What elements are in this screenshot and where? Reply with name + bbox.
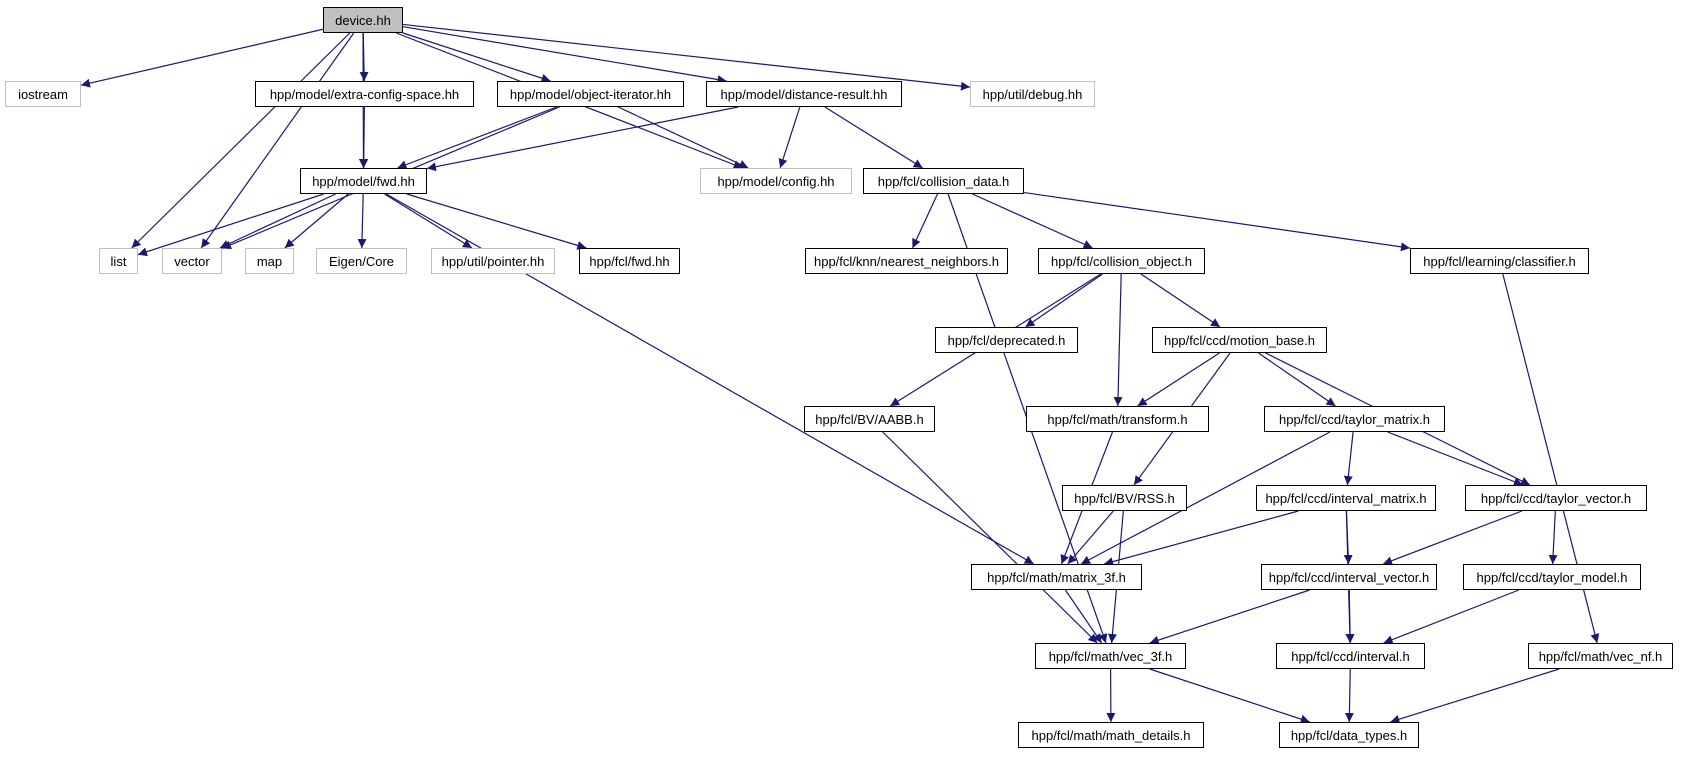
node-motion-base[interactable]: hpp/fcl/ccd/motion_base.h bbox=[1152, 327, 1327, 353]
edge-interval-matrix-to-matrix-3f bbox=[1103, 510, 1299, 566]
edge-collision-data-to-classifier bbox=[1023, 191, 1411, 252]
edge-device-to-util-debug bbox=[402, 23, 971, 91]
node-math-details[interactable]: hpp/fcl/math/math_details.h bbox=[1018, 722, 1204, 748]
node-model-config[interactable]: hpp/model/config.hh bbox=[700, 168, 852, 194]
node-taylor-model[interactable]: hpp/fcl/ccd/taylor_model.h bbox=[1463, 564, 1641, 590]
edge-taylor-vector-to-interval-vector bbox=[1382, 510, 1523, 565]
edge-extra-config-to-model-fwd bbox=[359, 106, 369, 169]
edge-device-to-object-iterator bbox=[402, 32, 551, 83]
edge-distance-result-to-model-config bbox=[778, 106, 801, 169]
edge-device-to-list bbox=[131, 32, 351, 249]
node-matrix-3f[interactable]: hpp/fcl/math/matrix_3f.h bbox=[971, 564, 1142, 590]
node-collision-data[interactable]: hpp/fcl/collision_data.h bbox=[863, 168, 1024, 194]
node-util-pointer[interactable]: hpp/util/pointer.hh bbox=[431, 248, 555, 274]
node-interval-vector[interactable]: hpp/fcl/ccd/interval_vector.h bbox=[1261, 564, 1437, 590]
node-distance-result[interactable]: hpp/model/distance-result.hh bbox=[706, 81, 902, 107]
edge-taylor-matrix-to-matrix-3f bbox=[1080, 431, 1331, 565]
edge-model-fwd-to-fcl-fwd bbox=[406, 193, 587, 250]
edge-motion-base-to-taylor-matrix bbox=[1258, 352, 1336, 407]
node-taylor-matrix[interactable]: hpp/fcl/ccd/taylor_matrix.h bbox=[1264, 406, 1445, 432]
node-vector[interactable]: vector bbox=[162, 248, 222, 274]
edge-motion-base-to-transform bbox=[1137, 352, 1220, 407]
edge-layer bbox=[80, 23, 1600, 724]
edge-distance-result-to-model-fwd bbox=[426, 106, 739, 172]
node-aabb[interactable]: hpp/fcl/BV/AABB.h bbox=[804, 406, 935, 432]
edge-object-iterator-to-model-config bbox=[617, 106, 749, 169]
edge-matrix-3f-to-vec-3f bbox=[1064, 589, 1103, 644]
node-iostream[interactable]: iostream bbox=[5, 81, 81, 107]
node-device-hh[interactable]: device.hh bbox=[323, 7, 403, 33]
node-interval-matrix[interactable]: hpp/fcl/ccd/interval_matrix.h bbox=[1256, 485, 1436, 511]
edge-device-to-vector bbox=[200, 32, 355, 249]
edge-distance-result-to-collision-data bbox=[824, 106, 923, 169]
edge-collision-data-to-nearest bbox=[911, 193, 939, 249]
edge-collision-data-to-collision-object bbox=[972, 193, 1093, 249]
edge-vec-3f-to-data-types bbox=[1149, 668, 1310, 724]
node-taylor-vector[interactable]: hpp/fcl/ccd/taylor_vector.h bbox=[1465, 485, 1647, 511]
node-data-types[interactable]: hpp/fcl/data_types.h bbox=[1279, 722, 1419, 748]
edge-taylor-matrix-to-taylor-vector bbox=[1387, 431, 1524, 486]
edge-model-fwd-to-vector bbox=[219, 193, 336, 249]
edge-model-fwd-to-list bbox=[137, 193, 324, 257]
edge-model-fwd-to-util-pointer bbox=[384, 193, 473, 249]
node-rss[interactable]: hpp/fcl/BV/RSS.h bbox=[1062, 485, 1187, 511]
node-classifier[interactable]: hpp/fcl/learning/classifier.h bbox=[1410, 248, 1589, 274]
edge-taylor-matrix-to-interval-matrix bbox=[1343, 431, 1354, 486]
edge-interval-vector-to-interval bbox=[1345, 589, 1355, 644]
node-fcl-fwd[interactable]: hpp/fcl/fwd.hh bbox=[579, 248, 680, 274]
edge-collision-object-to-deprecated bbox=[1025, 273, 1103, 328]
node-extra-config-space[interactable]: hpp/model/extra-config-space.hh bbox=[255, 81, 474, 107]
edge-interval-vector-to-vec-3f bbox=[1149, 589, 1310, 645]
edge-collision-object-to-transform bbox=[1113, 273, 1123, 407]
node-transform[interactable]: hpp/fcl/math/transform.h bbox=[1026, 406, 1209, 432]
node-vec-nf[interactable]: hpp/fcl/math/vec_nf.h bbox=[1528, 643, 1673, 669]
edge-model-fwd-to-eigen-core bbox=[357, 193, 367, 249]
node-eigen-core[interactable]: Eigen/Core bbox=[316, 248, 407, 274]
node-nearest-neighbors[interactable]: hpp/fcl/knn/nearest_neighbors.h bbox=[805, 248, 1008, 274]
node-vec-3f[interactable]: hpp/fcl/math/vec_3f.h bbox=[1035, 643, 1186, 669]
edge-taylor-vector-to-taylor-model bbox=[1548, 510, 1558, 565]
edge-aabb-to-vec-3f bbox=[882, 431, 1098, 644]
edge-interval-to-data-types bbox=[1344, 668, 1354, 723]
edge-object-iterator-to-model-fwd bbox=[397, 106, 557, 169]
edge-rss-to-matrix-3f bbox=[1067, 510, 1114, 565]
node-util-debug[interactable]: hpp/util/debug.hh bbox=[970, 81, 1095, 107]
node-list[interactable]: list bbox=[99, 248, 138, 274]
edge-collision-object-to-motion-base bbox=[1140, 273, 1221, 328]
node-collision-object[interactable]: hpp/fcl/collision_object.h bbox=[1038, 248, 1205, 274]
node-deprecated[interactable]: hpp/fcl/deprecated.h bbox=[935, 327, 1078, 353]
edge-model-fwd-to-map bbox=[284, 193, 349, 249]
edge-vec-nf-to-data-types bbox=[1390, 668, 1560, 724]
edge-taylor-model-to-interval bbox=[1383, 589, 1520, 644]
edge-device-to-extra-config bbox=[359, 32, 369, 82]
node-model-fwd[interactable]: hpp/model/fwd.hh bbox=[300, 168, 427, 194]
edge-device-to-iostream bbox=[80, 28, 324, 88]
edge-device-to-distance-result bbox=[402, 26, 727, 84]
node-interval[interactable]: hpp/fcl/ccd/interval.h bbox=[1276, 643, 1425, 669]
node-map[interactable]: map bbox=[245, 248, 294, 274]
node-object-iterator[interactable]: hpp/model/object-iterator.hh bbox=[497, 81, 684, 107]
